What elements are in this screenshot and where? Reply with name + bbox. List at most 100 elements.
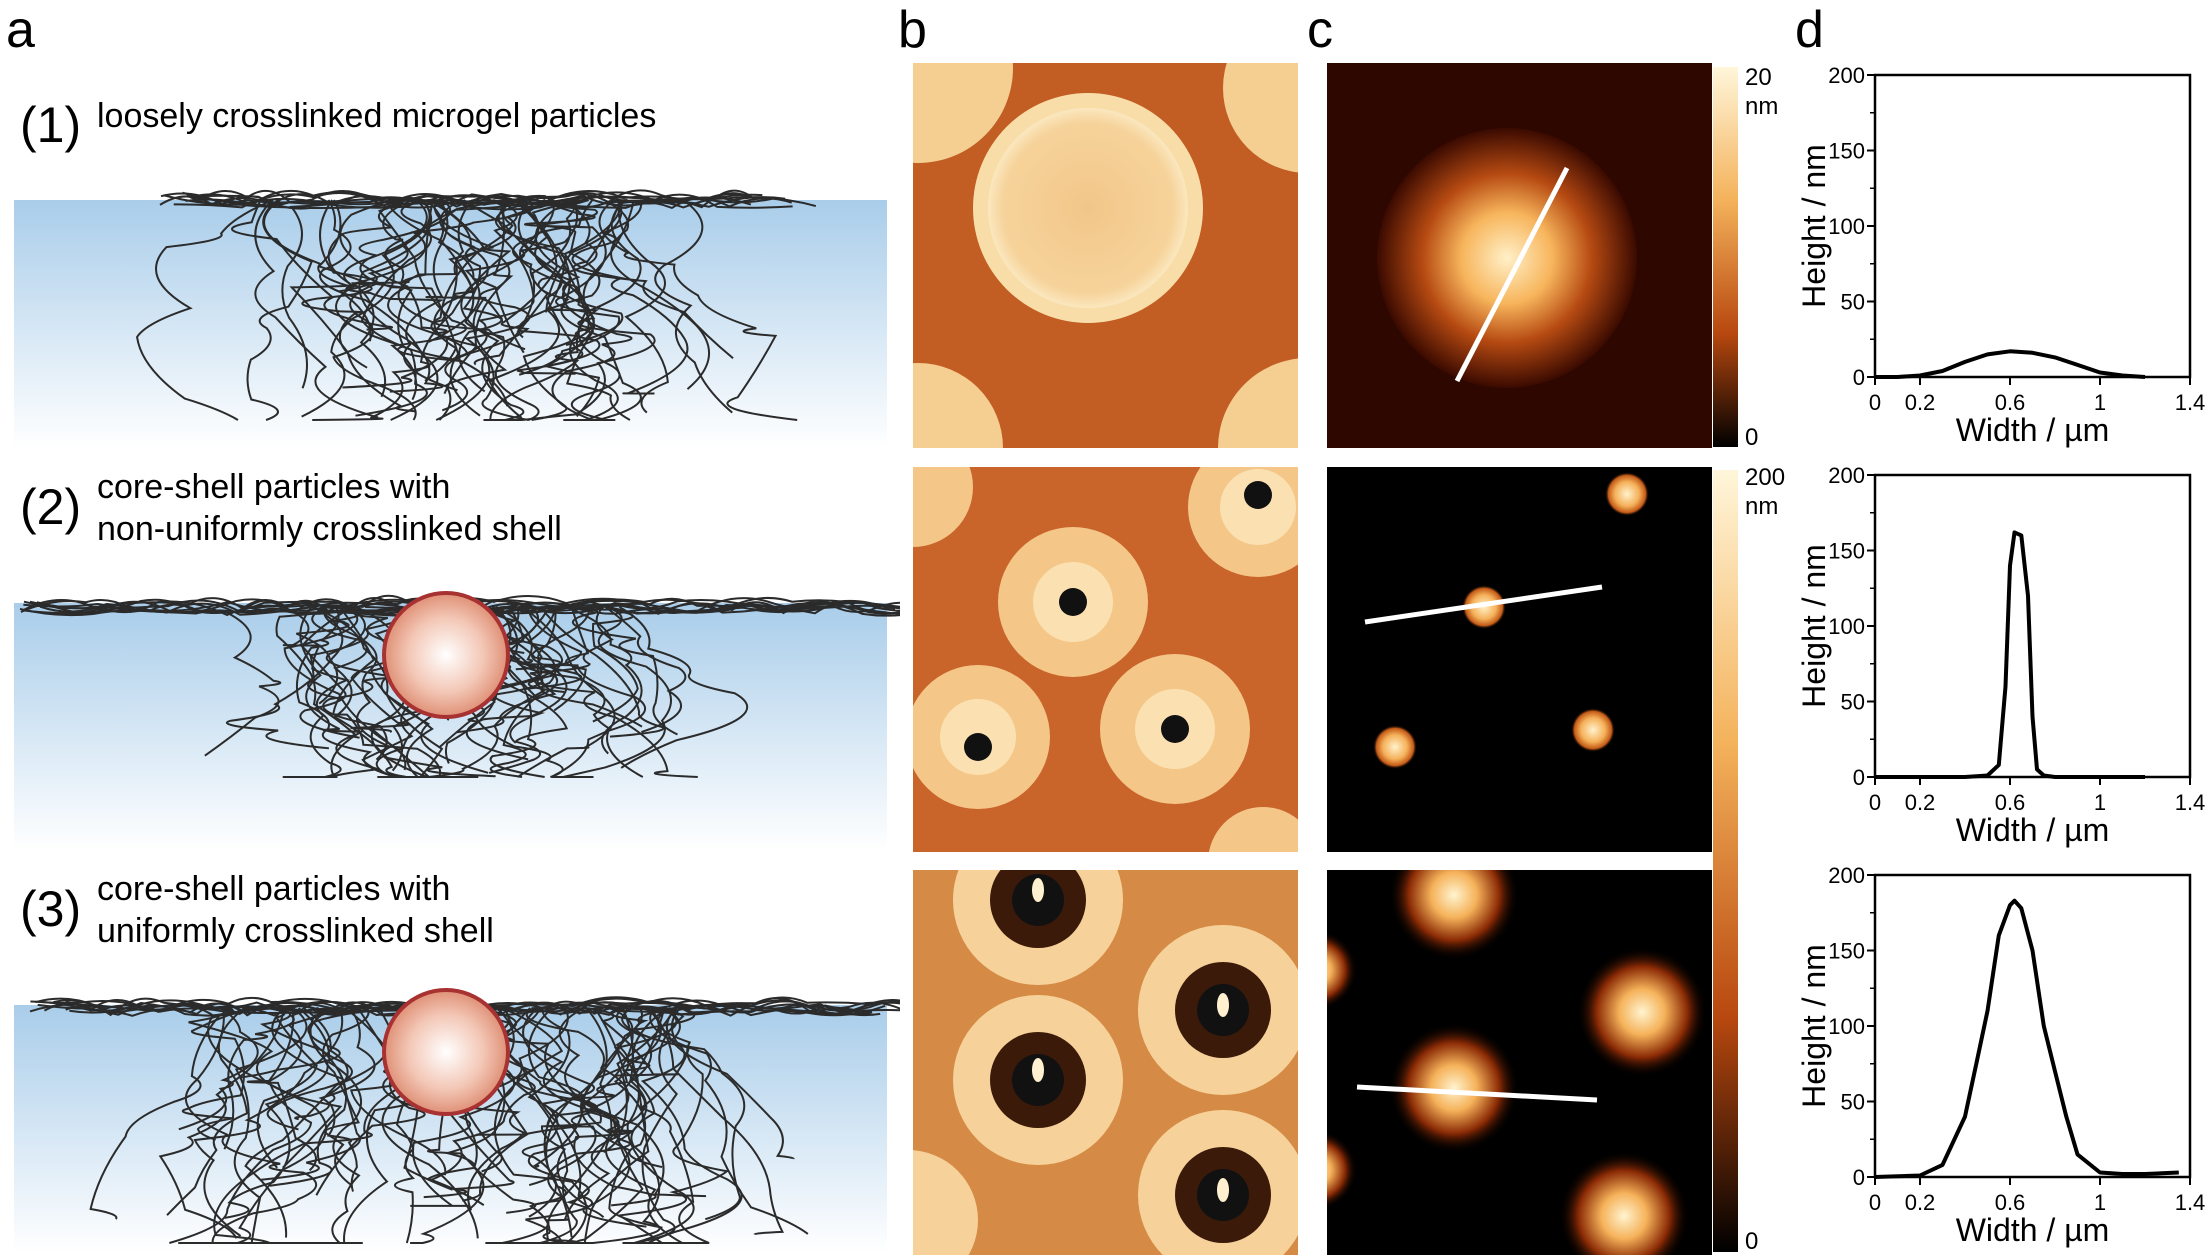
y-tick-label: 150 [1828, 939, 1865, 964]
x-tick-label: 0.2 [1905, 390, 1936, 415]
polymer-chain [534, 199, 624, 347]
polymer-chain [443, 199, 539, 394]
polymer-chain [188, 1007, 343, 1169]
x-tick-label: 0.6 [1995, 390, 2026, 415]
y-tick-label: 0 [1853, 765, 1865, 790]
polymer-chain [331, 606, 442, 778]
polymer-chain [604, 606, 687, 733]
x-tick-label: 1 [2094, 1190, 2106, 1215]
schematics-drawing [14, 189, 900, 1253]
polymer-chain [261, 1007, 361, 1181]
polymer-chain [301, 199, 534, 369]
x-tick-label: 0.2 [1905, 790, 1936, 815]
polymer-chain [173, 191, 773, 209]
y-tick-label: 100 [1828, 614, 1865, 639]
particle-core-2 [382, 591, 510, 719]
schematic-caption-2a: core-shell particles with [97, 468, 451, 506]
y-tick-label: 100 [1828, 214, 1865, 239]
afm-height-image-1 [1327, 63, 1712, 448]
polymer-chain [246, 199, 313, 421]
polymer-chain [281, 199, 350, 389]
polymer-chain [598, 199, 798, 421]
polymer-chain [603, 199, 710, 390]
x-axis-label: Width / µm [1956, 1212, 2110, 1248]
polymer-chain [312, 199, 512, 421]
polymer-chain [536, 199, 598, 313]
colorbar-1-max: 20 [1745, 64, 1772, 91]
y-tick-label: 50 [1841, 290, 1865, 315]
x-tick-label: 1 [2094, 390, 2106, 415]
x-tick-label: 0 [1869, 390, 1881, 415]
polymer-chain [489, 1007, 578, 1238]
polymer-chain [546, 1007, 662, 1245]
polymer-chain [558, 1007, 707, 1198]
y-tick-label: 200 [1828, 463, 1865, 488]
schematic-number-2: (2) [20, 479, 82, 535]
polymer-chain [517, 606, 616, 778]
panel-label-c: c [1307, 1, 1333, 59]
schematic-number-1: (1) [20, 97, 82, 153]
polymer-chain [621, 1007, 710, 1244]
polymer-chain [337, 199, 517, 342]
plot-frame [1873, 73, 2192, 379]
schematic-caption-3b: uniformly crosslinked shell [97, 912, 494, 950]
y-tick-label: 200 [1828, 63, 1865, 88]
polymer-chain [166, 1007, 249, 1216]
polymer-chain [322, 1007, 370, 1186]
x-tick-label: 0.6 [1995, 790, 2026, 815]
x-tick-label: 1.4 [2175, 390, 2206, 415]
y-tick-label: 0 [1853, 1165, 1865, 1190]
colorbar-2-max: 200 [1745, 464, 1786, 491]
polymer-chain [358, 199, 444, 393]
polymer-chain [527, 1007, 584, 1169]
profile-line-1 [1454, 166, 1570, 383]
y-axis-label: Height / nm [1796, 544, 1832, 708]
polymer-chain [136, 199, 274, 421]
y-tick-label: 50 [1841, 1090, 1865, 1115]
colorbar-1-unit: nm [1745, 93, 1779, 120]
polymer-chain [185, 1007, 318, 1244]
polymer-chain [299, 606, 360, 739]
polymer-chain [178, 1007, 259, 1131]
polymer-chain [582, 1007, 683, 1244]
polymer-chain [618, 606, 748, 769]
x-tick-label: 0 [1869, 790, 1881, 815]
colorbar-1 [1713, 67, 1738, 447]
afm-phase-image-2 [913, 467, 1298, 852]
polymer-chain [283, 606, 407, 771]
polymer-chain [397, 199, 509, 407]
y-tick-label: 150 [1828, 139, 1865, 164]
colorbar-2-min: 0 [1745, 1228, 1759, 1255]
polymer-chain [489, 606, 545, 778]
panel-label-a: a [6, 1, 35, 59]
polymer-chain [230, 199, 394, 331]
water-subphase-1 [14, 200, 887, 448]
polymer-chain [609, 1007, 746, 1221]
polymer-chain [615, 199, 733, 414]
y-axis-label: Height / nm [1796, 944, 1832, 1108]
polymer-chain [193, 1007, 344, 1237]
polymer-chain [473, 199, 594, 366]
height-profile-line [1874, 898, 2179, 1179]
polymer-chain [319, 199, 439, 421]
polymer-chain [254, 199, 379, 419]
polymer-chain [301, 199, 431, 418]
polymer-chain [583, 1007, 668, 1244]
polymer-chain [181, 1007, 249, 1141]
polymer-chain [589, 1007, 653, 1207]
afm-height-image-3 [1327, 870, 1712, 1255]
schematic-number-3: (3) [20, 881, 82, 937]
afm-phase-image-1 [913, 63, 1298, 448]
polymer-chain [540, 606, 665, 738]
x-tick-label: 0.6 [1995, 1190, 2026, 1215]
polymer-chain [424, 199, 489, 382]
polymer-chain [358, 199, 481, 417]
y-tick-label: 0 [1853, 365, 1865, 390]
polymer-chain [302, 1007, 358, 1192]
polymer-chain [355, 199, 432, 417]
polymer-chain [397, 199, 474, 324]
polymer-chain [178, 1007, 328, 1245]
y-tick-label: 50 [1841, 690, 1865, 715]
